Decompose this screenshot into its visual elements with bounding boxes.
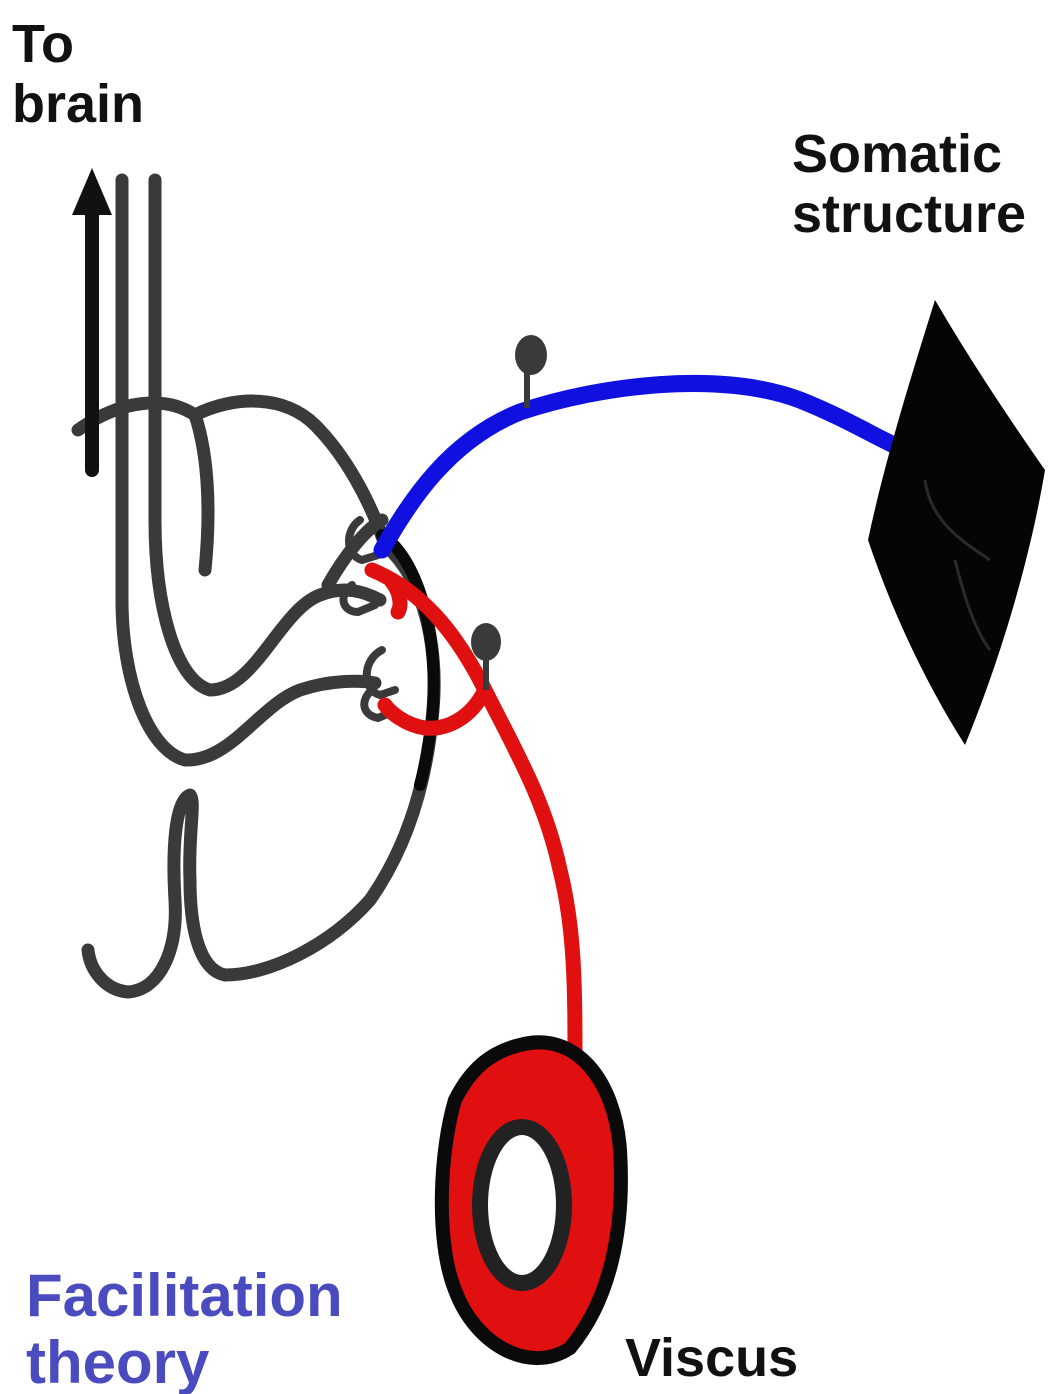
ganglion-dot-icon: [515, 335, 547, 375]
ganglion-dot-icon: [471, 623, 501, 661]
somatic-structure-label: Somatic structure: [792, 124, 1026, 245]
cord-inner-right: [155, 180, 380, 690]
to-brain-label: To brain: [12, 14, 144, 135]
diagram-title: Facilitation theory: [26, 1262, 343, 1394]
spinal-cord: [78, 180, 434, 992]
viscus: [442, 1042, 621, 1358]
arrow-up-icon: [72, 168, 112, 215]
viscus-label: Viscus: [625, 1328, 798, 1388]
somatic-structure: [868, 300, 1045, 745]
cord-dorsal-horn: [195, 415, 208, 570]
cord-right-contour: [88, 545, 434, 992]
somatic-afferent: [382, 335, 905, 550]
